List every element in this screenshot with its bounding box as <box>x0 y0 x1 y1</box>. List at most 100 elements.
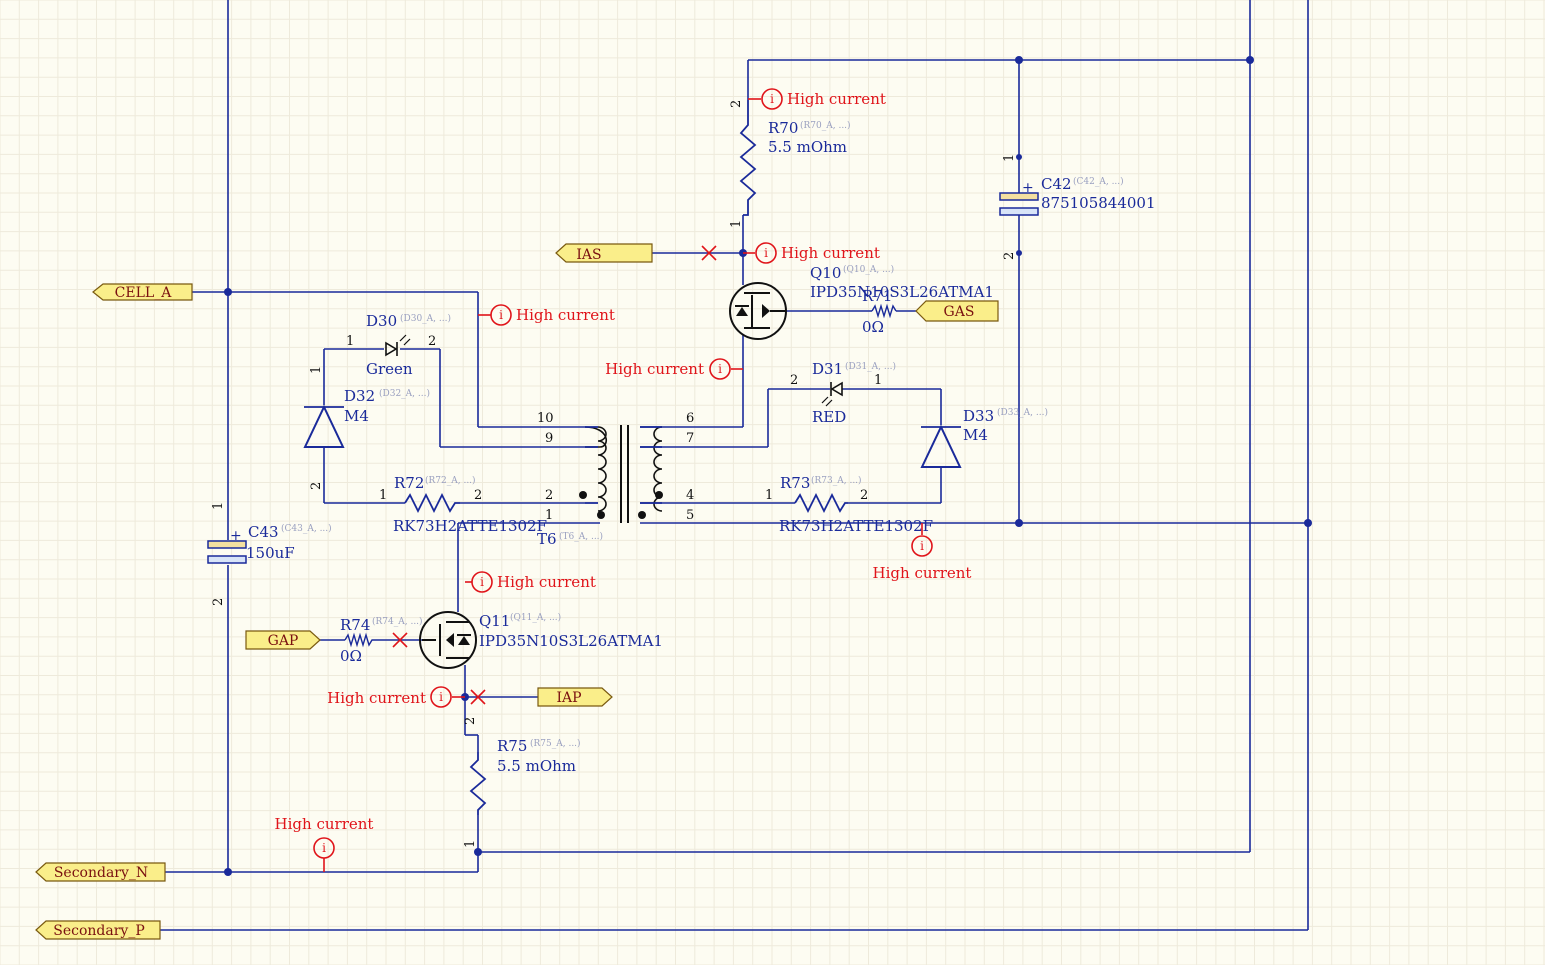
svg-text:(D33_A, ...): (D33_A, ...) <box>997 407 1048 418</box>
svg-text:Secondary_P: Secondary_P <box>53 923 145 939</box>
directive-high-current-r70[interactable]: i High current <box>748 88 886 110</box>
svg-text:(D31_A, ...): (D31_A, ...) <box>845 361 896 372</box>
svg-text:150uF: 150uF <box>246 544 295 562</box>
svg-text:High current: High current <box>327 689 426 707</box>
svg-text:(C43_A, ...): (C43_A, ...) <box>281 523 332 534</box>
svg-text:High current: High current <box>787 90 886 108</box>
resistor-r73[interactable]: 1 2 R73 (R73_A, ...) RK73H2ATTE1302F <box>765 474 933 535</box>
svg-text:Q11: Q11 <box>479 612 510 630</box>
svg-text:6: 6 <box>686 411 694 426</box>
port-secondary-n[interactable]: Secondary_N <box>35 862 166 882</box>
svg-text:1: 1 <box>379 488 387 503</box>
svg-text:R71: R71 <box>862 287 892 305</box>
svg-text:(Q10_A, ...): (Q10_A, ...) <box>843 264 894 275</box>
directive-high-current-cell[interactable]: i High current <box>478 304 615 326</box>
svg-text:High current: High current <box>497 573 596 591</box>
info-icon <box>430 686 452 708</box>
info-icon <box>911 535 933 557</box>
svg-text:+: + <box>1022 180 1034 196</box>
svg-text:1: 1 <box>346 334 354 349</box>
junction-dot <box>1304 519 1312 527</box>
svg-text:M4: M4 <box>344 407 369 425</box>
no-erc-marker <box>392 632 408 648</box>
svg-text:(T6_A, ...): (T6_A, ...) <box>559 531 603 542</box>
svg-text:M4: M4 <box>963 426 988 444</box>
svg-text:R73: R73 <box>780 474 810 492</box>
transformer-t6[interactable]: 10 9 2 1 6 7 4 5 T6 (T6_A, ...) <box>537 411 694 548</box>
resistor-r70[interactable]: 2 1 R70 (R70_A, ...) 5.5 mOhm <box>729 100 851 228</box>
svg-text:Secondary_N: Secondary_N <box>54 865 148 881</box>
info-icon <box>490 304 512 326</box>
svg-text:High current: High current <box>781 244 880 262</box>
info-icon <box>313 837 335 859</box>
wires <box>160 0 1309 931</box>
port-cell-a[interactable]: CELL_A <box>92 283 193 301</box>
svg-text:2: 2 <box>211 598 226 606</box>
svg-text:(R70_A, ...): (R70_A, ...) <box>800 120 851 131</box>
info-icon <box>761 88 783 110</box>
info-icon <box>471 571 493 593</box>
svg-text:R72: R72 <box>394 474 424 492</box>
svg-text:9: 9 <box>545 431 553 446</box>
svg-text:10: 10 <box>537 411 554 426</box>
junction-dot <box>224 288 232 296</box>
svg-text:High current: High current <box>605 360 704 378</box>
capacitor-c42[interactable]: + 1 2 C42 (C42_A, ...) 875105844001 <box>999 154 1156 260</box>
svg-text:i: i <box>439 690 443 704</box>
svg-text:2: 2 <box>428 334 436 349</box>
directive-high-current-secondary-n[interactable]: i High current <box>275 815 374 859</box>
port-secondary-p[interactable]: Secondary_P <box>35 920 161 940</box>
svg-text:R70: R70 <box>768 119 798 137</box>
port-ias[interactable]: IAS <box>555 243 653 263</box>
no-erc-markers <box>392 245 717 705</box>
svg-text:5: 5 <box>686 508 694 523</box>
svg-text:High current: High current <box>275 815 374 833</box>
diode-d33[interactable]: D33 (D33_A, ...) M4 <box>920 407 1048 468</box>
svg-text:2: 2 <box>463 717 478 725</box>
svg-text:Q10: Q10 <box>810 264 841 282</box>
svg-text:(D32_A, ...): (D32_A, ...) <box>379 388 430 399</box>
no-erc-marker <box>701 245 717 261</box>
port-iap[interactable]: IAP <box>537 687 613 707</box>
directive-high-current-q11-drain[interactable]: i High current <box>465 571 596 593</box>
svg-text:2: 2 <box>860 488 868 503</box>
directive-high-current-secondary[interactable]: i High current <box>605 358 743 380</box>
svg-text:i: i <box>920 539 924 553</box>
svg-text:IAS: IAS <box>576 247 601 263</box>
svg-text:C43: C43 <box>248 523 279 541</box>
port-gap[interactable]: GAP <box>245 630 321 650</box>
svg-text:i: i <box>480 575 484 589</box>
resistor-r75[interactable]: 2 1 R75 (R75_A, ...) 5.5 mOhm <box>463 717 581 848</box>
svg-text:R74: R74 <box>340 616 370 634</box>
directive-high-current-q10[interactable]: i High current <box>743 242 880 264</box>
svg-text:1: 1 <box>729 220 744 228</box>
svg-text:R75: R75 <box>497 737 527 755</box>
svg-text:2: 2 <box>790 373 798 388</box>
mosfet-q10[interactable]: Q10 (Q10_A, ...) IPD35N10S3L26ATMA1 <box>729 264 994 340</box>
diode-d32[interactable]: 1 2 D32 (D32_A, ...) M4 <box>303 366 430 490</box>
no-erc-marker <box>470 689 486 705</box>
svg-text:1: 1 <box>874 373 882 388</box>
port-gas[interactable]: GAS <box>915 300 999 322</box>
svg-text:1: 1 <box>309 366 324 374</box>
svg-text:RK73H2ATTE1302F: RK73H2ATTE1302F <box>779 517 933 535</box>
mosfet-q11[interactable]: Q11 (Q11_A, ...) IPD35N10S3L26ATMA1 <box>419 611 663 669</box>
svg-text:(R75_A, ...): (R75_A, ...) <box>530 738 581 749</box>
directive-high-current-q11-source[interactable]: i High current <box>327 686 465 708</box>
resistor-r72[interactable]: 1 2 R72 (R72_A, ...) RK73H2ATTE1302F <box>379 474 547 535</box>
svg-text:i: i <box>770 92 774 106</box>
junction-dot <box>1016 250 1022 256</box>
svg-text:7: 7 <box>686 431 694 446</box>
directive-high-current-return[interactable]: i High current <box>873 523 972 582</box>
svg-text:Green: Green <box>366 360 413 378</box>
resistor-r71[interactable]: R71 0Ω <box>862 287 897 336</box>
led-d30[interactable]: 1 2 D30 (D30_A, ...) Green <box>346 312 451 378</box>
svg-text:RK73H2ATTE1302F: RK73H2ATTE1302F <box>393 517 547 535</box>
svg-text:1: 1 <box>211 502 226 510</box>
led-d31[interactable]: 2 1 D31 (D31_A, ...) RED <box>790 360 896 426</box>
svg-text:i: i <box>322 841 326 855</box>
resistor-r74[interactable]: R74 (R74_A, ...) 0Ω <box>340 616 423 665</box>
capacitor-c43[interactable]: + 1 2 C43 (C43_A, ...) 150uF <box>207 502 332 606</box>
